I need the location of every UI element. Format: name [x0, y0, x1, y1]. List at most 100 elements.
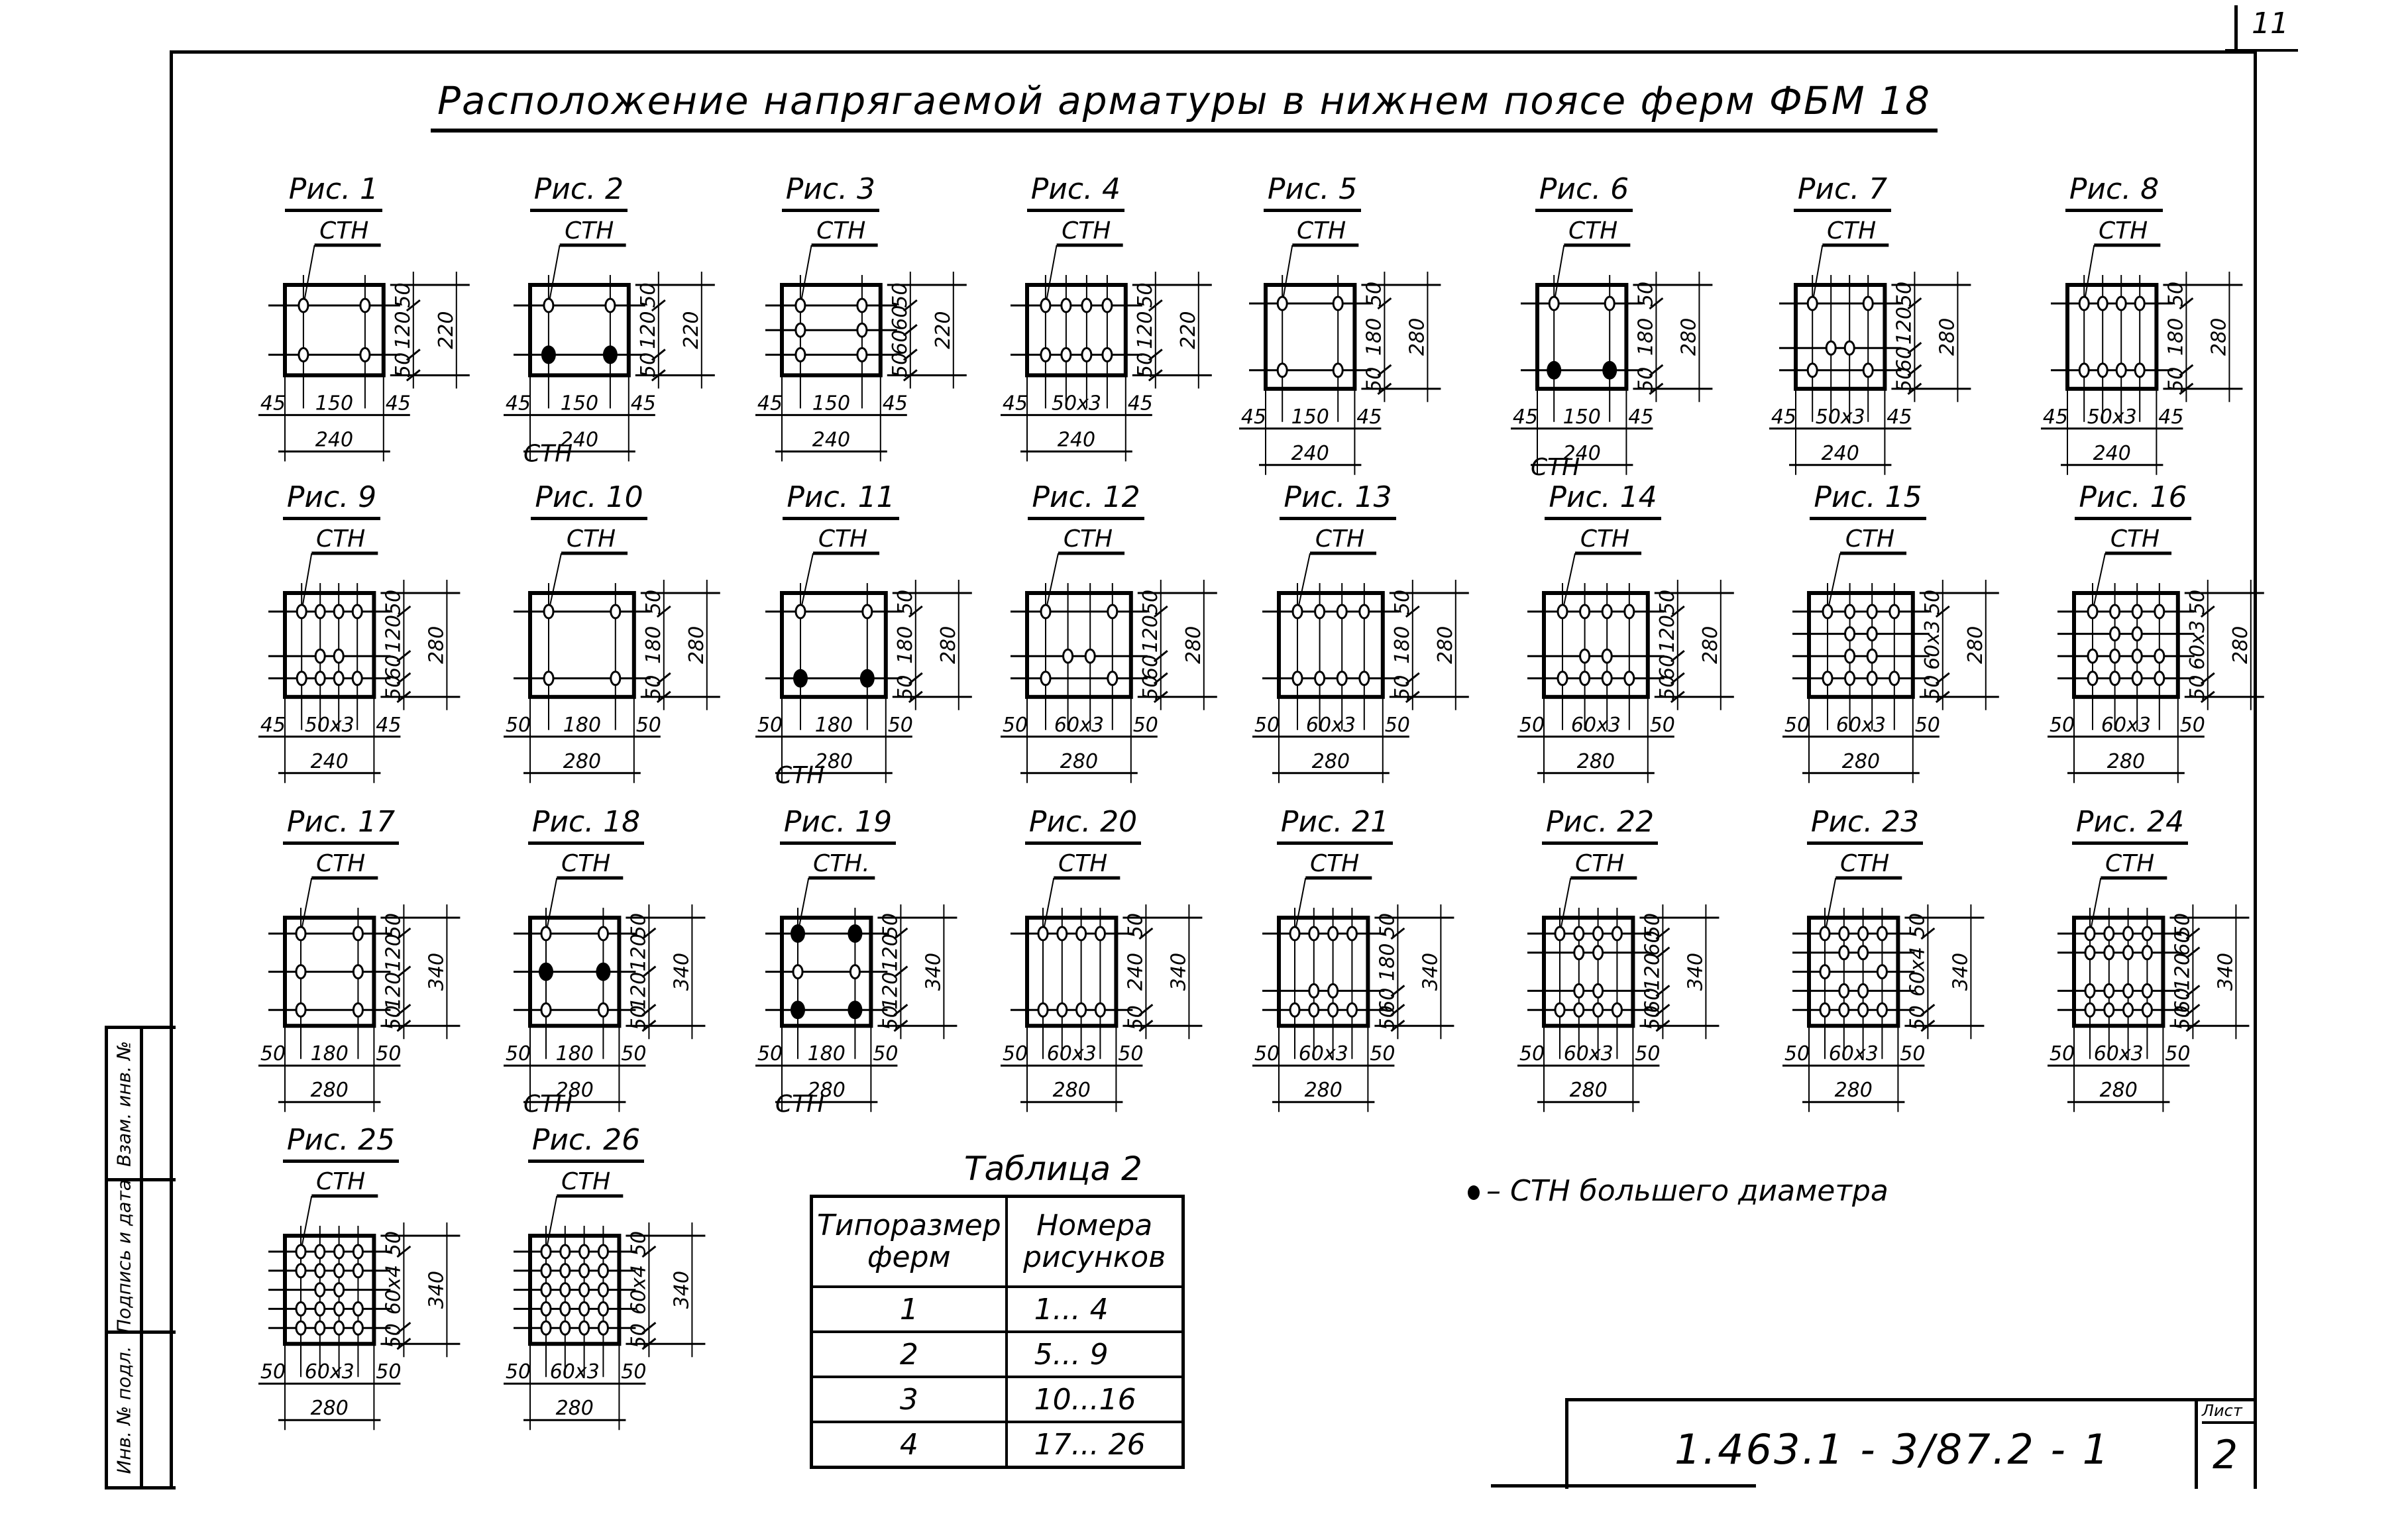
- svg-text:50: 50: [2171, 913, 2194, 938]
- svg-text:50: 50: [627, 1231, 650, 1256]
- svg-text:240: 240: [1058, 428, 1095, 451]
- svg-text:60x3: 60x3: [1921, 620, 1944, 670]
- svg-text:50: 50: [879, 913, 902, 938]
- svg-text:45: 45: [506, 392, 531, 415]
- side-cell-label: Взам. инв. №: [113, 1040, 135, 1167]
- svg-text:50: 50: [506, 1360, 531, 1383]
- svg-text:50: 50: [1370, 1042, 1395, 1065]
- bottom-rule: [1491, 1484, 1756, 1488]
- svg-text:50: 50: [1784, 1042, 1810, 1065]
- side-divider: [108, 1178, 176, 1181]
- figure-label: Рис. 19: [779, 805, 897, 845]
- svg-text:280: 280: [1835, 1079, 1873, 1102]
- svg-text:280: 280: [2207, 318, 2230, 356]
- svg-text:340: 340: [1167, 953, 1190, 991]
- figure-label: Рис. 10: [531, 480, 647, 520]
- svg-text:50: 50: [1906, 913, 1929, 938]
- svg-text:60: 60: [2171, 930, 2194, 955]
- svg-text:120: 120: [1656, 615, 1679, 653]
- svg-text:СТН: СТН: [1840, 850, 1889, 877]
- svg-text:50: 50: [1906, 1005, 1929, 1030]
- svg-text:50: 50: [1892, 282, 1916, 307]
- svg-text:50: 50: [376, 1360, 401, 1383]
- svg-text:СТН: СТН: [1062, 217, 1111, 244]
- svg-text:180: 180: [563, 714, 601, 737]
- svg-text:50: 50: [642, 675, 665, 700]
- svg-text:280: 280: [311, 1079, 349, 1102]
- svg-text:50: 50: [506, 714, 531, 737]
- svg-text:120: 120: [1892, 307, 1916, 345]
- svg-text:50: 50: [1385, 714, 1410, 737]
- svg-text:60: 60: [382, 655, 405, 680]
- svg-text:50: 50: [1784, 714, 1810, 737]
- svg-text:60x3: 60x3: [2101, 714, 2151, 737]
- large-bar-dot-icon: [1468, 1185, 1480, 1200]
- svg-text:60x3: 60x3: [1829, 1042, 1879, 1065]
- svg-text:280: 280: [1577, 750, 1615, 773]
- side-cell-label: Подпись и дата: [113, 1179, 135, 1333]
- corner-divider: [2225, 49, 2298, 52]
- svg-text:50: 50: [2050, 1042, 2075, 1065]
- svg-text:50: 50: [260, 1042, 286, 1065]
- svg-text:50: 50: [1391, 590, 1414, 615]
- figure-label: Рис. 2: [529, 172, 628, 212]
- svg-text:50: 50: [1634, 282, 1657, 307]
- svg-text:СТН: СТН: [1315, 525, 1364, 553]
- svg-text:50: 50: [637, 282, 660, 307]
- svg-text:60x3: 60x3: [2094, 1042, 2144, 1065]
- svg-text:120: 120: [1134, 311, 1157, 349]
- svg-text:45: 45: [1003, 392, 1028, 415]
- svg-text:120: 120: [382, 934, 405, 971]
- svg-text:240: 240: [2093, 442, 2131, 465]
- svg-text:СТН: СТН: [523, 1091, 573, 1118]
- svg-text:50: 50: [2180, 714, 2205, 737]
- svg-text:50: 50: [1124, 913, 1147, 938]
- svg-text:50: 50: [1134, 352, 1157, 378]
- figure-label: Рис. 7: [1793, 172, 1892, 212]
- svg-text:50: 50: [2165, 1042, 2190, 1065]
- svg-text:50: 50: [382, 1005, 405, 1030]
- figure-label: Рис. 14: [1545, 480, 1661, 520]
- figure-label: Рис. 26: [527, 1123, 645, 1163]
- svg-text:280: 280: [1677, 318, 1700, 356]
- svg-text:50: 50: [1139, 590, 1162, 615]
- svg-text:50: 50: [1519, 1042, 1545, 1065]
- svg-text:45: 45: [1128, 392, 1153, 415]
- svg-text:50x3: 50x3: [2087, 406, 2137, 429]
- svg-text:СТН: СТН: [316, 525, 365, 553]
- side-cell-original-inv: Инв. № подл.: [108, 1334, 143, 1486]
- svg-text:50: 50: [382, 590, 405, 615]
- svg-text:60: 60: [1892, 347, 1916, 372]
- svg-text:50: 50: [1921, 675, 1944, 700]
- side-cell-replaced-inv: Взам. инв. №: [108, 1029, 143, 1178]
- figure-label: Рис. 1: [284, 172, 383, 212]
- svg-text:60x3: 60x3: [305, 1360, 355, 1383]
- svg-text:180: 180: [1376, 944, 1399, 981]
- svg-text:50: 50: [637, 352, 660, 378]
- svg-text:45: 45: [2158, 406, 2183, 429]
- svg-text:280: 280: [1060, 750, 1098, 773]
- svg-text:СТН: СТН: [1568, 217, 1617, 244]
- svg-text:180: 180: [808, 1042, 846, 1065]
- svg-text:120: 120: [627, 934, 650, 971]
- figure-label: Рис. 9: [282, 480, 381, 520]
- svg-text:50: 50: [1133, 714, 1158, 737]
- svg-text:СТН: СТН: [1575, 850, 1624, 877]
- svg-text:340: 340: [1684, 953, 1707, 991]
- figure-label: Рис. 21: [1276, 805, 1394, 845]
- cell-truss-size: 1: [810, 1285, 1008, 1333]
- svg-text:50: 50: [642, 590, 665, 615]
- table-row: 2 5... 9: [810, 1330, 1185, 1378]
- figure-label: Рис. 12: [1028, 480, 1144, 520]
- svg-text:150: 150: [315, 392, 353, 415]
- figure-label: Рис. 18: [527, 805, 645, 845]
- svg-text:280: 280: [685, 626, 708, 664]
- svg-text:280: 280: [937, 626, 960, 664]
